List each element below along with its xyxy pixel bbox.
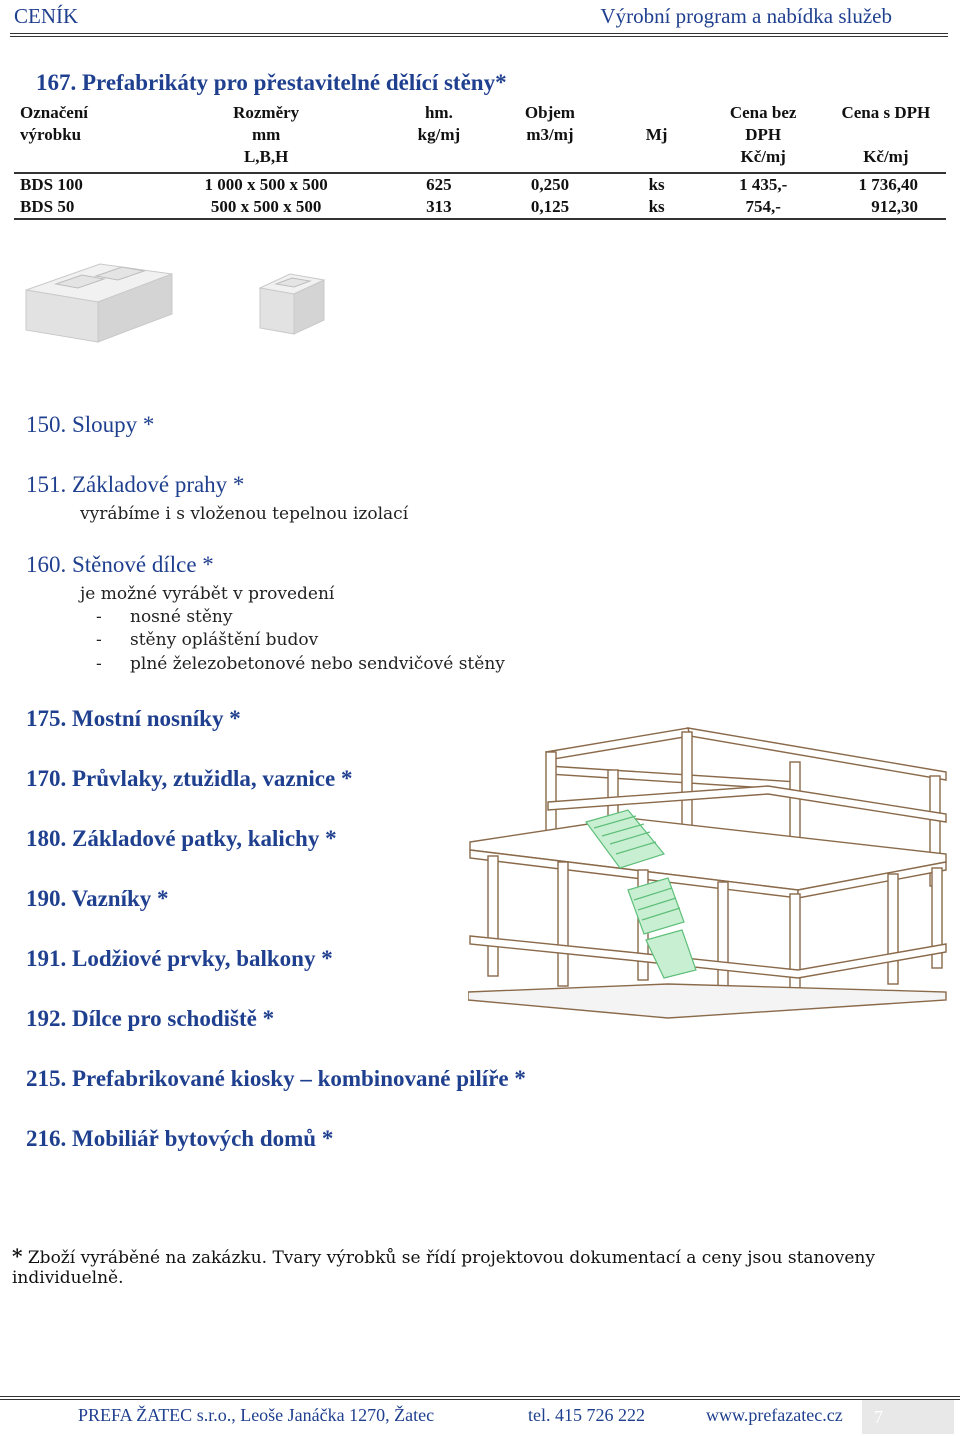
footnote: * Zboží vyráběné na zakázku. Tvary výrob… xyxy=(12,1244,875,1288)
section-160-note: je možné vyrábět v provedení xyxy=(80,584,335,604)
bds100-block-image xyxy=(25,263,173,343)
cell-dim: 1 000 x 500 x 500 xyxy=(204,175,328,194)
list-item: -stěny opláštění budov xyxy=(96,630,319,650)
table-header-row: Označení Rozměry hm. Objem Cena bez Cena… xyxy=(14,100,946,124)
bds50-block-image xyxy=(258,273,326,335)
structure-illustration xyxy=(468,727,947,1019)
cell-price-net: 1 435,- xyxy=(739,175,788,194)
header-cbez-1: Cena bez xyxy=(729,103,797,122)
section-151-title: 151. Základové prahy * xyxy=(26,472,245,497)
cell-name: BDS 100 xyxy=(20,175,83,194)
cell-obj: 0,250 xyxy=(530,175,570,194)
table-row: BDS 100 1 000 x 500 x 500 625 0,250 ks 1… xyxy=(14,173,946,196)
section-192-title: 192. Dílce pro schodiště * xyxy=(26,1006,275,1031)
header-name-2: výrobku xyxy=(20,125,82,144)
cell-mj: ks xyxy=(648,197,665,216)
header-divider xyxy=(10,33,948,37)
cell-price-vat: 1 736,40 xyxy=(858,175,919,194)
footer-company: PREFA ŽATEC s.r.o., Leoše Janáčka 1270, … xyxy=(78,1405,435,1425)
section-180-title: 180. Základové patky, kalichy * xyxy=(26,826,337,851)
header-hm-2: kg/mj xyxy=(417,125,461,144)
header-cs-2 xyxy=(826,124,946,146)
cell-mj: ks xyxy=(648,175,665,194)
header-name-3 xyxy=(14,146,142,173)
page-number: 7 xyxy=(862,1400,954,1434)
cell-hm: 625 xyxy=(426,175,452,194)
header-subtitle: Výrobní program a nabídka služeb xyxy=(600,4,892,28)
footer-divider xyxy=(0,1396,960,1400)
header-dim-2: mm xyxy=(251,125,281,144)
section-151-note: vyrábíme i s vloženou tepelnou izolací xyxy=(80,504,409,524)
header-hm-3 xyxy=(391,146,488,173)
header-mj-2: Mj xyxy=(645,125,668,144)
header-obj-1: Objem xyxy=(524,103,575,122)
section-190-title: 190. Vazníky * xyxy=(26,886,169,911)
header-name-1: Označení xyxy=(20,103,88,122)
header-hm-1: hm. xyxy=(424,103,453,122)
price-table: Označení Rozměry hm. Objem Cena bez Cena… xyxy=(14,100,946,220)
header-title: CENÍK xyxy=(14,4,79,28)
footer-website: www.prefazatec.cz xyxy=(706,1405,843,1425)
staircase-image xyxy=(585,809,697,979)
cell-obj: 0,125 xyxy=(530,197,570,216)
section-175-title: 175. Mostní nosníky * xyxy=(26,706,241,731)
list-item: -nosné stěny xyxy=(96,607,233,627)
section-215-title: 215. Prefabrikované kiosky – kombinované… xyxy=(26,1066,526,1091)
section-150-title: 150. Sloupy * xyxy=(26,412,155,437)
header-cbez-2: DPH xyxy=(745,125,782,144)
header-obj-3 xyxy=(487,146,612,173)
cell-hm: 313 xyxy=(426,197,452,216)
header-dim-3: L,B,H xyxy=(243,147,289,166)
table-header-row: L,B,H Kč/mj Kč/mj xyxy=(14,146,946,173)
section-160-title: 160. Stěnové dílce * xyxy=(26,552,214,577)
header-cs-1: Cena s DPH xyxy=(841,103,931,122)
cell-price-vat: 912,30 xyxy=(871,197,918,216)
section-167-title: 167. Prefabrikáty pro přestavitelné dělí… xyxy=(36,70,507,95)
section-216-title: 216. Mobiliář bytových domů * xyxy=(26,1126,334,1151)
footer-phone: tel. 415 726 222 xyxy=(528,1405,645,1425)
header-dim-1: Rozměry xyxy=(233,103,300,122)
header-cbez-3: Kč/mj xyxy=(740,147,786,166)
table-header-row: výrobku mm kg/mj m3/mj Mj DPH xyxy=(14,124,946,146)
table-row: BDS 50 500 x 500 x 500 313 0,125 ks 754,… xyxy=(14,196,946,219)
block-illustration xyxy=(25,263,326,343)
header-obj-2: m3/mj xyxy=(526,125,574,144)
section-170-title: 170. Průvlaky, ztužidla, vaznice * xyxy=(26,766,353,791)
header-cs-3: Kč/mj xyxy=(863,147,909,166)
header-mj-1 xyxy=(613,100,701,124)
header-mj-3 xyxy=(613,146,701,173)
cell-price-net: 754,- xyxy=(745,197,781,216)
cell-name: BDS 50 xyxy=(20,197,75,216)
cell-dim: 500 x 500 x 500 xyxy=(210,197,322,216)
list-item: -plné železobetonové nebo sendvičové stě… xyxy=(96,654,505,674)
section-191-title: 191. Lodžiové prvky, balkony * xyxy=(26,946,333,971)
